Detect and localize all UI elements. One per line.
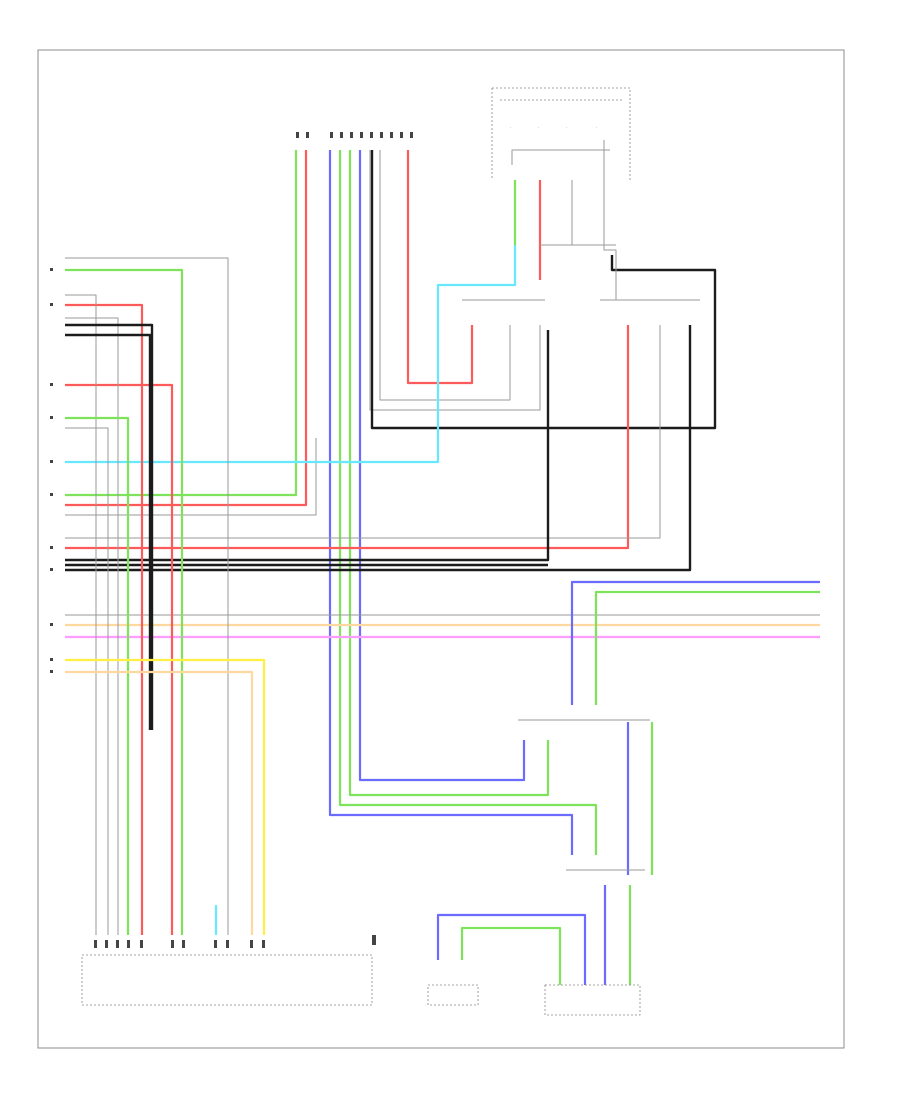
wire-red-left-2	[65, 383, 174, 935]
wire-green-left-2	[65, 416, 130, 935]
wire-red-top	[65, 150, 308, 507]
bottom-left-unit	[81, 935, 376, 1006]
svg-text:.: .	[566, 124, 567, 129]
left-row-markers	[50, 268, 53, 673]
wire-red-right	[65, 325, 630, 550]
bottom-mid-unit	[427, 984, 479, 1006]
wire-blue-right	[570, 580, 820, 705]
svg-text:.: .	[510, 124, 511, 129]
svg-text:.: .	[538, 124, 539, 129]
top-right-module: . . . .	[491, 87, 631, 180]
top-module-pins	[296, 132, 413, 138]
wire-red-mid	[406, 150, 474, 385]
wire-cyan	[65, 245, 517, 464]
wire-yellow	[65, 658, 266, 935]
diagram-frame	[37, 49, 845, 1049]
wire-green-long-2	[348, 150, 550, 797]
wire-blue-long	[328, 150, 574, 855]
bottom-right-unit	[544, 984, 641, 1016]
wire-green-left	[65, 268, 184, 935]
wire-green-top	[65, 150, 298, 497]
wire-blue-mid	[358, 150, 526, 782]
wires	[65, 140, 820, 985]
svg-text:.: .	[596, 124, 597, 129]
wire-red-left-1	[65, 303, 144, 935]
wire-green-long-1	[338, 150, 598, 855]
wire-blue-bottom	[436, 913, 587, 985]
wire-green-bottom	[460, 926, 562, 985]
wire-green-right	[594, 590, 820, 705]
